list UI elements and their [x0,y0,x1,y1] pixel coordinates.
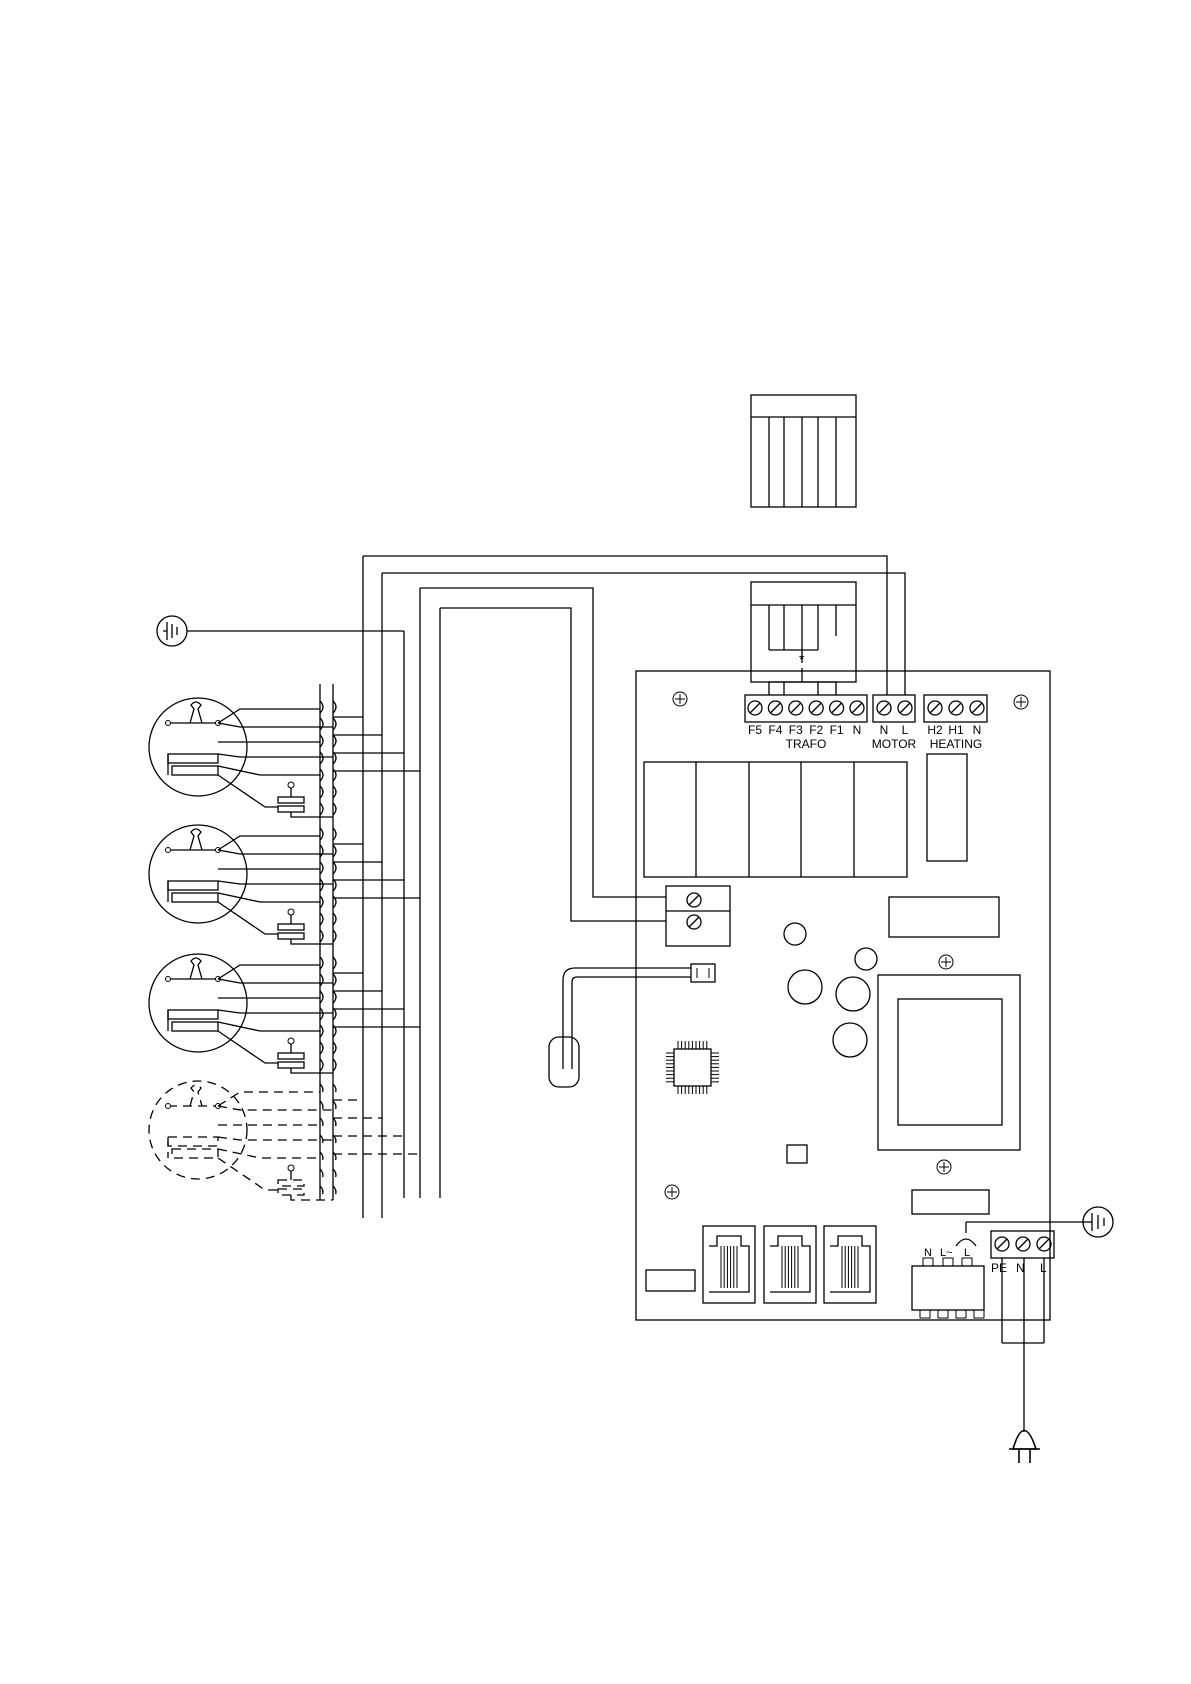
led [786,1144,808,1164]
screw-terminal-icon [897,700,913,716]
terminal-label: H2 [927,723,943,737]
fan-unit [148,697,420,818]
terminal-block-heating: H2 H1 N HEATING [923,694,988,751]
terminal-label: N [853,723,862,737]
ground-icon [1082,1206,1114,1238]
rj-connector [763,1225,817,1304]
terminal-label: F5 [748,723,762,737]
sensor-connector [665,885,731,947]
capacitor [835,976,871,1012]
wiring-harness [319,555,906,1218]
board-transformer [877,974,1021,1151]
transformer-top [750,394,857,508]
relay-connector: N L~ L [911,1247,985,1319]
ground-arc [955,1238,977,1247]
screw-terminal-icon [849,700,865,716]
motor-title: MOTOR [872,737,917,751]
screw-terminal-icon [1036,1236,1052,1252]
screw-terminal-icon [969,700,985,716]
optional-fan-unit [148,1080,420,1201]
power-n-label: N [1016,1261,1025,1275]
screw-terminal-icon [828,700,845,716]
screw-terminal-icon [788,700,804,716]
screw-terminal-icon [1015,1236,1031,1252]
terminal-label: F4 [768,723,782,737]
relay-pin-lt: L~ [940,1247,953,1259]
fuse-holder [911,1189,990,1215]
capacitor [832,1022,868,1058]
fan-unit [148,824,420,945]
trafo-title: TRAFO [786,737,827,751]
ground-icon [156,615,404,647]
terminal-label: N [880,723,889,737]
terminal-label: N [973,723,982,737]
trafo-marker: * [799,651,805,667]
relay-pin-n: N [924,1247,932,1259]
capacitor [783,922,807,946]
relay-pin-l: L [964,1247,970,1259]
screw-terminal-icon [948,700,964,716]
power-input-terminal: PE N L [990,1230,1055,1432]
rj-connector [823,1225,877,1304]
power-plug-icon [1009,1429,1040,1463]
terminal-block-trafo: F5 F4 F3 F2 F1 N TRAFO [744,694,868,751]
terminal-label: F2 [809,723,823,737]
relay-bank [643,753,968,878]
mounting-hole-icon [664,691,1029,1200]
rj-connector [702,1225,756,1304]
label-plate [645,1269,696,1292]
rj-connector [702,1225,877,1304]
capacitor [787,969,823,1005]
power-pe-label: PE [991,1261,1007,1275]
terminal-label: F1 [830,723,844,737]
terminal-label: L [902,723,909,737]
fan-unit [148,953,420,1074]
microcontroller [666,1041,719,1094]
capacitor [854,947,878,971]
screw-terminal-icon [808,700,824,716]
screw-terminal-icon [747,700,763,716]
screw-terminal-icon [927,700,943,716]
terminal-label: F3 [789,723,803,737]
screw-terminal-icon [994,1236,1010,1252]
temperature-sensor [548,963,716,1088]
terminal-label: H1 [948,723,964,737]
heating-title: HEATING [930,737,982,751]
transformer-connected: * [750,581,857,695]
ic-chip [888,896,1000,938]
screw-terminal-icon [876,700,892,716]
screw-terminal-icon [767,700,784,716]
